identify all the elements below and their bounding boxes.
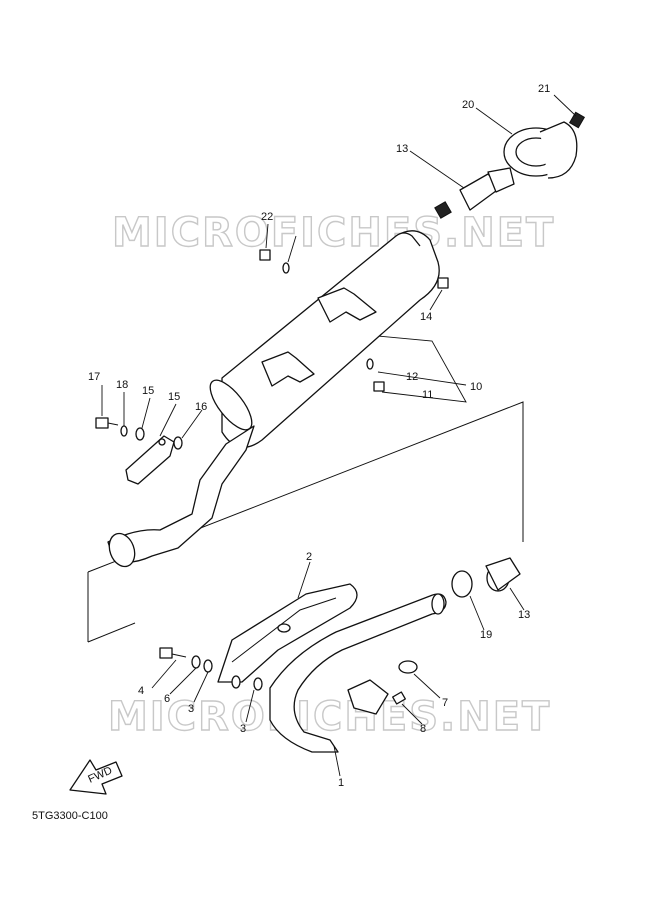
callout-2: 2 [306, 551, 312, 563]
callout-8: 10 [470, 381, 482, 393]
watermark-bottom: MICROFICHES.NET [108, 694, 551, 740]
callout-4: 4 [138, 685, 144, 697]
callout-1: 1 [338, 777, 344, 789]
watermark-top: MICROFICHES.NET [112, 210, 555, 256]
callout-3a: 3 [188, 703, 194, 715]
diagram-code: 5TG3300-C100 [32, 810, 108, 822]
hardware-muffler [259, 249, 449, 392]
leader-lines [101, 94, 577, 777]
hardware-bottom [159, 647, 263, 691]
fwd-arrow: FWD [69, 759, 123, 795]
callout-labels: 21 20 13 22 14 12 10 11 17 18 15 15 16 2… [88, 83, 550, 789]
callout-11: 13 [396, 143, 408, 155]
mid-pipe [107, 425, 255, 568]
callout-16: 17 [88, 371, 100, 383]
flange [347, 660, 418, 715]
end-cap [503, 121, 578, 179]
callout-3b: 3 [240, 723, 246, 735]
callout-9: 11 [422, 389, 433, 401]
muffler [209, 230, 440, 448]
callout-10: 12 [406, 371, 418, 383]
callout-15b: 16 [195, 401, 207, 413]
stay-bracket [125, 435, 175, 485]
callout-21: 22 [261, 211, 273, 223]
exhaust-header-pipe [269, 593, 447, 753]
callout-6: 7 [442, 697, 448, 709]
assembly-bracket-lines [87, 335, 524, 643]
tailpipe [434, 167, 515, 219]
callout-19: 21 [538, 83, 550, 95]
callout-13: 13 [518, 609, 530, 621]
callout-14: 15 [168, 391, 180, 403]
callout-12: 14 [420, 311, 432, 323]
callout-15a: 15 [142, 385, 154, 397]
clamp-and-gasket [451, 557, 521, 598]
bolt-19 [568, 111, 586, 129]
callout-18: 20 [462, 99, 474, 111]
callout-17: 18 [116, 379, 128, 391]
heat-protector [217, 583, 358, 683]
callout-7: 8 [420, 723, 426, 735]
callout-5: 6 [164, 693, 170, 705]
callout-20: 19 [480, 629, 492, 641]
